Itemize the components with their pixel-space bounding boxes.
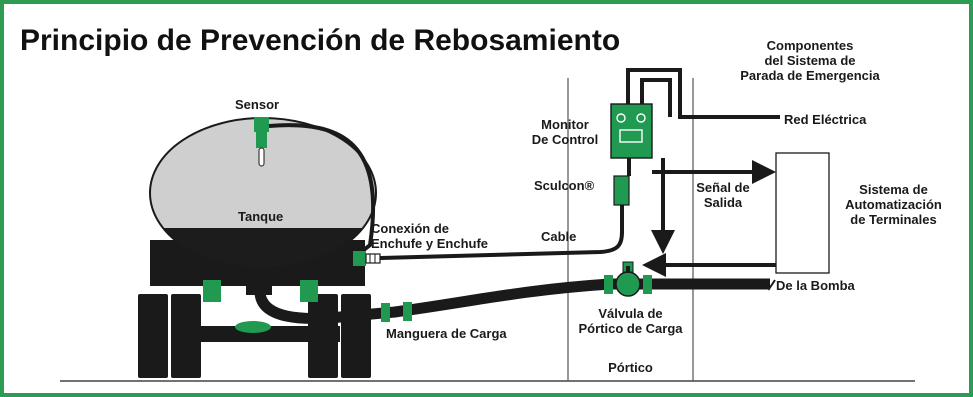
from-pump-label: De la Bomba [776,278,855,293]
control-monitor [610,103,653,159]
page-title: Principio de Prevención de Rebosamiento [20,24,621,57]
components-label-line: Componentes [766,38,854,53]
tank-label: Tanque [238,209,284,224]
hose-label: Manguera de Carga [386,326,507,341]
hose-couplings [381,302,412,322]
plug-connection [353,251,381,266]
tank-outlet [246,283,272,295]
monitor-label-line: De Control [531,132,599,147]
pump-inlet-mark [762,279,776,291]
valve-label-line: Pórtico de Carga [578,321,683,336]
valve-label: Válvula de Pórtico de Carga [568,306,693,336]
connection-label: Conexión de Enchufe y Enchufe [371,221,488,251]
cable-label: Cable [541,229,577,244]
loading-valve [604,261,652,297]
automation-system-box [775,152,830,274]
sensor [254,117,269,167]
sculcon-module [613,175,630,206]
automation-label-line: de Terminales [850,212,937,227]
power-grid-label: Red Eléctrica [784,112,867,127]
monitor-label-line: Monitor [541,117,589,132]
valve-label-line: Válvula de [598,306,663,321]
sensor-label: Sensor [235,97,280,112]
components-label-line: del Sistema de [764,53,856,68]
output-signal-label-line: Salida [703,195,743,210]
automation-label-line: Sistema de [859,182,928,197]
sculcon-label: Sculcon® [534,178,595,193]
tank-supports [203,280,318,302]
monitor-label: Monitor De Control [520,117,610,147]
components-label-line: Parada de Emergencia [740,68,880,83]
sensor-cable [268,123,376,255]
output-signal-label-line: Señal de [696,180,750,195]
connection-label-line: Enchufe y Enchufe [371,236,489,251]
components-label: Componentes del Sistema de Parada de Eme… [710,38,910,83]
output-signal-label: Señal de Salida [688,180,758,210]
automation-label-line: Automatización [845,197,942,212]
portico-label: Pórtico [608,360,653,375]
power-lines [626,68,780,119]
connection-label-line: Conexión de [371,221,450,236]
monitor-cable [379,205,624,260]
automation-label: Sistema de Automatización de Terminales [836,182,951,227]
